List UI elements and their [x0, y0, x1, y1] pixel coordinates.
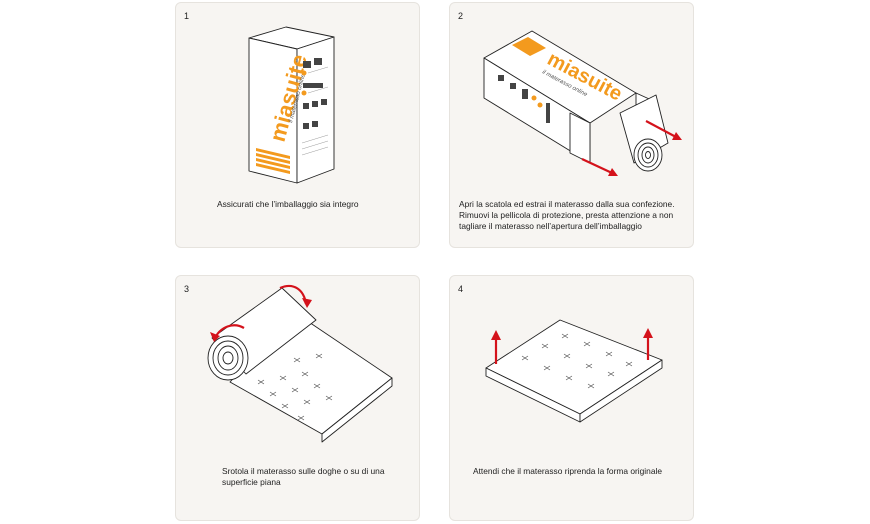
step-card-1: 1 miasuite il materasso online	[175, 2, 420, 248]
step-caption: Attendi che il materasso riprenda la for…	[473, 466, 662, 476]
step-card-3: 3	[175, 275, 420, 521]
quilting-marks	[521, 333, 633, 389]
step-number: 2	[458, 11, 464, 21]
expanding-mattress-illustration	[485, 319, 663, 423]
quilting-marks	[257, 353, 333, 421]
step-card-2: 2 miasuite il materasso online	[449, 2, 694, 248]
step-number: 1	[184, 11, 190, 21]
unrolling-illustration	[207, 284, 393, 443]
step-number: 3	[184, 284, 190, 294]
step-caption: Apri la scatola ed estrai il materasso d…	[459, 199, 675, 231]
mattress-box-illustration: miasuite il materasso online	[248, 26, 335, 184]
step-card-4: 4 Attendi che il ma	[449, 275, 694, 521]
box-opening-illustration: miasuite il materasso online	[483, 30, 682, 176]
step-caption: Assicurati che l’imballaggio sia integro	[217, 199, 359, 209]
step-caption: Srotola il materasso sulle doghe o su di…	[222, 466, 385, 487]
step-number: 4	[458, 284, 464, 294]
